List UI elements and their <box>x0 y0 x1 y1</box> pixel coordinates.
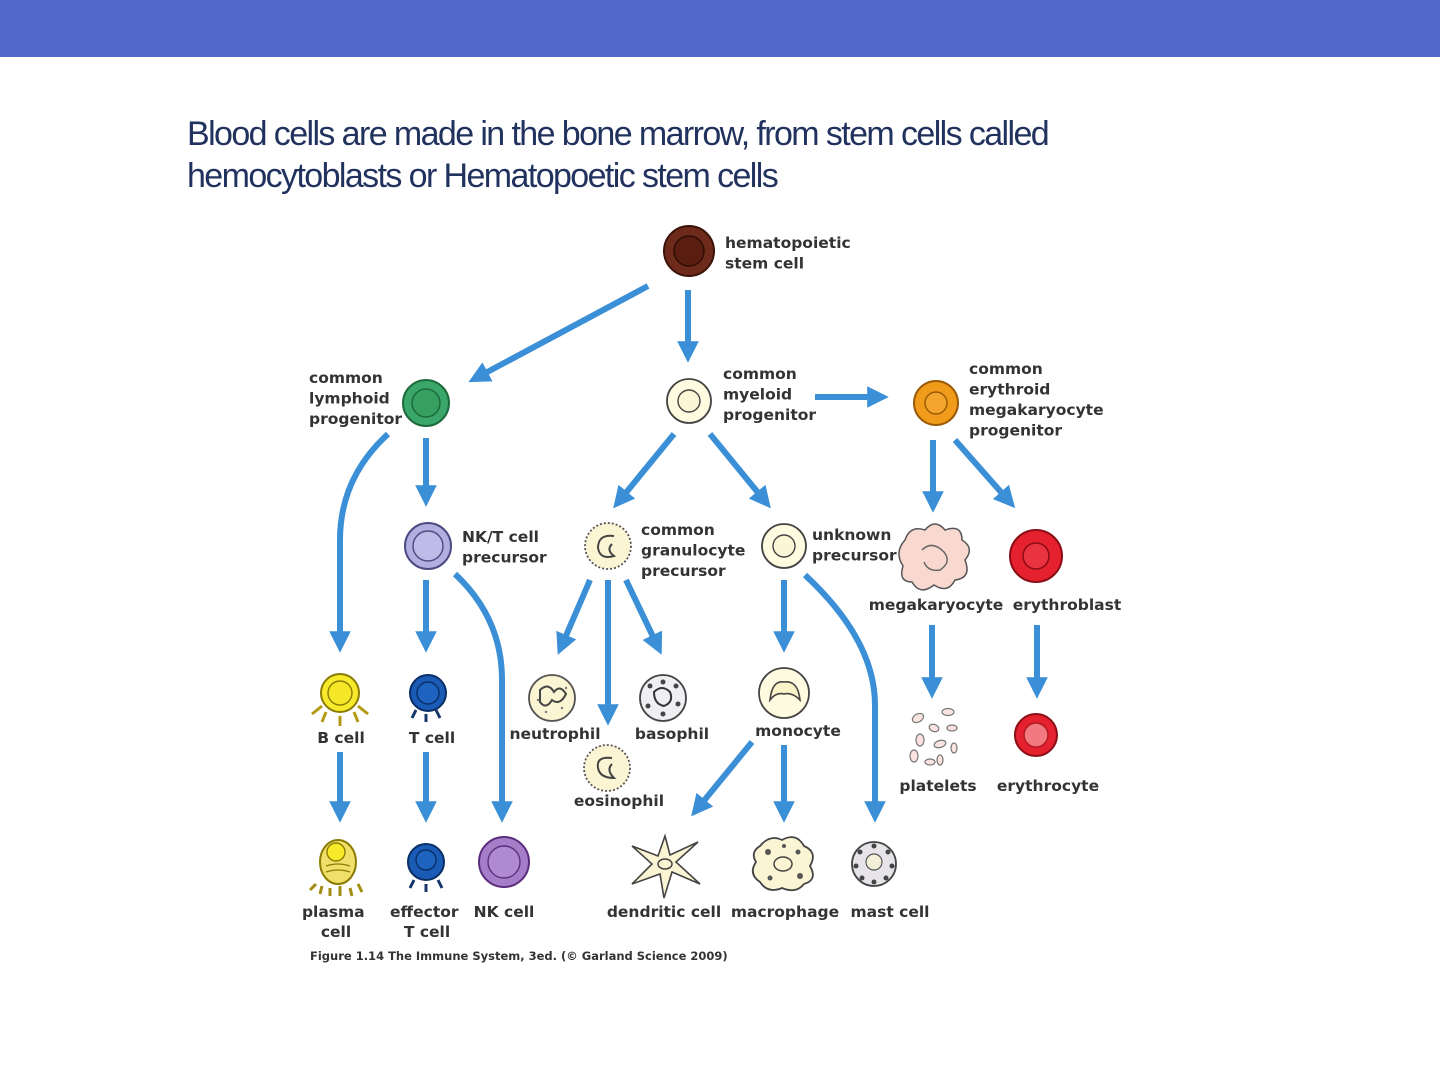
arrow-hsc-to-clp <box>468 283 650 383</box>
mono-cell <box>758 667 810 719</box>
baso-label: basophil <box>635 725 709 743</box>
tcell-label: T cell <box>409 729 455 747</box>
arrow-cmp-to-unk <box>707 432 771 509</box>
arrows <box>329 283 1048 823</box>
bcell-label: B cell <box>317 729 365 747</box>
neut-label: neutrophil <box>509 725 600 743</box>
slide-title: Blood cells are made in the bone marrow,… <box>187 113 1187 197</box>
nk-cell <box>478 836 530 888</box>
cmp-label: common myeloid progenitor <box>723 365 816 424</box>
eos-label: eosinophil <box>574 792 664 810</box>
arrow-nkt-to-nk <box>452 571 513 823</box>
title-line-2: hemocytoblasts or Hematopoetic stem cell… <box>187 157 779 195</box>
cmp-cell <box>666 378 712 424</box>
efft-label: effector T cell <box>390 903 464 941</box>
cemp-cell <box>913 380 959 426</box>
arrow-cmp-to-cgp <box>613 432 677 509</box>
arrow-cgp-to-neut <box>556 578 593 655</box>
cgp-cell <box>584 522 632 570</box>
arrow-cgp-to-baso <box>623 578 663 655</box>
baso-cell <box>639 674 687 722</box>
arrow-cemp-to-eryb <box>952 438 1016 509</box>
labels: hematopoietic stem cell common lymphoid … <box>302 234 1122 963</box>
eryb-label: erythroblast <box>1013 596 1122 614</box>
dc-label: dendritic cell <box>607 903 721 921</box>
nkt-label: NK/T cell precursor <box>462 528 547 567</box>
clp-label: common lymphoid progenitor <box>309 369 402 428</box>
mega-label: megakaryocyte <box>869 596 1004 614</box>
eos-cell <box>583 744 631 792</box>
cgp-label: common granulocyte precursor <box>641 521 751 580</box>
unk-label: unknown precursor <box>812 526 897 565</box>
arrow-clp-to-bcell <box>329 431 391 653</box>
plt-label: platelets <box>899 777 976 795</box>
ery-label: erythrocyte <box>997 777 1099 795</box>
eryb-cell <box>1009 529 1063 583</box>
nkt-cell <box>404 522 452 570</box>
clp-cell <box>402 379 450 427</box>
figure-caption: Figure 1.14 The Immune System, 3ed. (© G… <box>310 949 728 963</box>
title-line-1: Blood cells are made in the bone marrow,… <box>187 115 1050 153</box>
arrow-mono-to-dc <box>691 740 755 817</box>
mast-label: mast cell <box>851 903 930 921</box>
tcell-cell <box>409 674 447 722</box>
plasma-label: plasma cell <box>302 903 370 941</box>
ery-cell <box>1014 713 1058 757</box>
mac-cell <box>751 836 814 892</box>
arrow-unk-to-mast <box>802 572 886 823</box>
hsc-label: hematopoietic stem cell <box>725 234 856 273</box>
mast-cell <box>851 841 897 887</box>
neut-cell <box>528 674 576 722</box>
efft-cell <box>407 843 445 892</box>
mac-label: macrophage <box>731 903 839 921</box>
hsc-cell <box>663 225 715 277</box>
mono-label: monocyte <box>755 722 841 740</box>
bcell-cell <box>311 673 369 726</box>
plasma-cell <box>308 839 364 897</box>
plt-cell <box>909 707 958 766</box>
header-bar <box>0 0 1440 57</box>
mega-cell <box>898 523 971 591</box>
nk-label: NK cell <box>474 903 535 921</box>
dc-cell <box>631 833 701 899</box>
cemp-label: common erythroid megakaryocyte progenito… <box>969 360 1109 440</box>
unk-cell <box>761 523 807 569</box>
